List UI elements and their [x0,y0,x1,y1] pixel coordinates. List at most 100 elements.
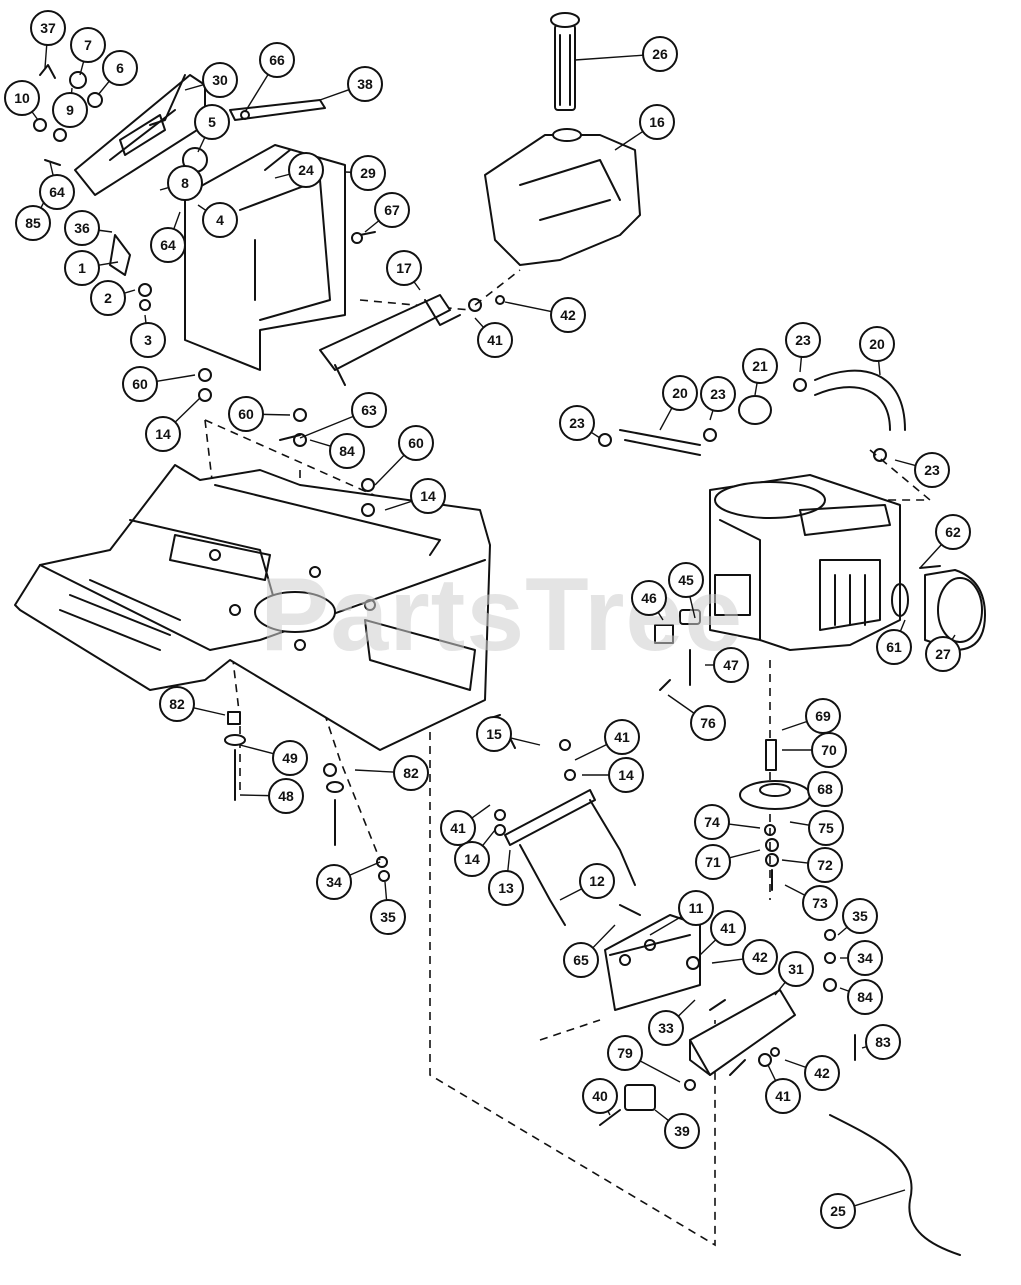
part-callout-85[interactable]: 85 [16,206,50,240]
part-callout-60[interactable]: 60 [399,426,433,460]
part-callout-27[interactable]: 27 [926,637,960,671]
part-callout-4[interactable]: 4 [203,203,237,237]
callout-number: 23 [569,415,585,431]
part-callout-83[interactable]: 83 [866,1025,900,1059]
part-callout-42[interactable]: 42 [805,1056,839,1090]
leader-line [45,45,47,68]
part-callout-26[interactable]: 26 [643,37,677,71]
part-callout-31[interactable]: 31 [779,952,813,986]
part-callout-24[interactable]: 24 [289,153,323,187]
part-callout-37[interactable]: 37 [31,11,65,45]
part-callout-14[interactable]: 14 [609,758,643,792]
part-callout-11[interactable]: 11 [679,891,713,925]
part-callout-5[interactable]: 5 [195,105,229,139]
part-callout-12[interactable]: 12 [580,864,614,898]
callout-number: 72 [817,857,833,873]
part-callout-65[interactable]: 65 [564,943,598,977]
part-callout-82[interactable]: 82 [160,687,194,721]
callout-number: 25 [830,1203,846,1219]
callout-number: 60 [132,376,148,392]
part-callout-14[interactable]: 14 [411,479,445,513]
part-callout-72[interactable]: 72 [808,848,842,882]
part-callout-74[interactable]: 74 [695,805,729,839]
part-callout-35[interactable]: 35 [843,899,877,933]
part-callout-75[interactable]: 75 [809,811,843,845]
part-callout-23[interactable]: 23 [915,453,949,487]
part-callout-67[interactable]: 67 [375,193,409,227]
part-callout-2[interactable]: 2 [91,281,125,315]
part-callout-25[interactable]: 25 [821,1194,855,1228]
part-callout-40[interactable]: 40 [583,1079,617,1113]
part-callout-84[interactable]: 84 [330,434,364,468]
part-callout-42[interactable]: 42 [551,298,585,332]
part-callout-36[interactable]: 36 [65,211,99,245]
part-callout-69[interactable]: 69 [806,699,840,733]
part-callout-73[interactable]: 73 [803,886,837,920]
part-callout-30[interactable]: 30 [203,63,237,97]
part-callout-41[interactable]: 41 [711,911,745,945]
leader-line [700,940,716,955]
part-callout-62[interactable]: 62 [936,515,970,549]
part-callout-84[interactable]: 84 [848,980,882,1014]
part-callout-79[interactable]: 79 [608,1036,642,1070]
part-callout-6[interactable]: 6 [103,51,137,85]
part-callout-48[interactable]: 48 [269,779,303,813]
part-callout-41[interactable]: 41 [478,323,512,357]
part-callout-42[interactable]: 42 [743,940,777,974]
part-callout-29[interactable]: 29 [351,156,385,190]
part-callout-46[interactable]: 46 [632,581,666,615]
callout-number: 68 [817,781,833,797]
callout-number: 21 [752,358,768,374]
part-callout-9[interactable]: 9 [53,93,87,127]
callout-number: 64 [49,184,65,200]
part-callout-60[interactable]: 60 [123,367,157,401]
part-callout-20[interactable]: 20 [663,376,697,410]
part-callout-33[interactable]: 33 [649,1011,683,1045]
part-callout-41[interactable]: 41 [441,811,475,845]
part-callout-35[interactable]: 35 [371,900,405,934]
part-callout-38[interactable]: 38 [348,67,382,101]
part-callout-76[interactable]: 76 [691,706,725,740]
leader-line [755,383,757,395]
part-callout-49[interactable]: 49 [273,741,307,775]
part-callout-45[interactable]: 45 [669,563,703,597]
callout-number: 35 [852,908,868,924]
part-callout-23[interactable]: 23 [560,406,594,440]
part-callout-63[interactable]: 63 [352,393,386,427]
part-callout-21[interactable]: 21 [743,349,777,383]
callout-number: 61 [886,639,902,655]
part-callout-70[interactable]: 70 [812,733,846,767]
part-callout-41[interactable]: 41 [766,1079,800,1113]
part-callout-23[interactable]: 23 [701,377,735,411]
part-callout-34[interactable]: 34 [848,941,882,975]
leader-line [840,988,849,991]
part-callout-10[interactable]: 10 [5,81,39,115]
part-callout-64[interactable]: 64 [40,175,74,209]
part-callout-39[interactable]: 39 [665,1114,699,1148]
part-callout-60[interactable]: 60 [229,397,263,431]
part-callout-17[interactable]: 17 [387,251,421,285]
leader-line [782,860,808,863]
leader-line [99,262,118,265]
part-callout-14[interactable]: 14 [455,842,489,876]
part-callout-14[interactable]: 14 [146,417,180,451]
part-callout-3[interactable]: 3 [131,323,165,357]
part-callout-68[interactable]: 68 [808,772,842,806]
part-callout-8[interactable]: 8 [168,166,202,200]
part-callout-71[interactable]: 71 [696,845,730,879]
part-callout-13[interactable]: 13 [489,871,523,905]
part-callout-34[interactable]: 34 [317,865,351,899]
part-callout-41[interactable]: 41 [605,720,639,754]
part-callout-15[interactable]: 15 [477,717,511,751]
part-callout-61[interactable]: 61 [877,630,911,664]
part-callout-7[interactable]: 7 [71,28,105,62]
part-callout-47[interactable]: 47 [714,648,748,682]
part-callout-1[interactable]: 1 [65,251,99,285]
part-callout-16[interactable]: 16 [640,105,674,139]
callout-number: 3 [144,332,152,348]
part-callout-23[interactable]: 23 [786,323,820,357]
part-callout-66[interactable]: 66 [260,43,294,77]
part-callout-64[interactable]: 64 [151,228,185,262]
part-callout-20[interactable]: 20 [860,327,894,361]
part-callout-82[interactable]: 82 [394,756,428,790]
